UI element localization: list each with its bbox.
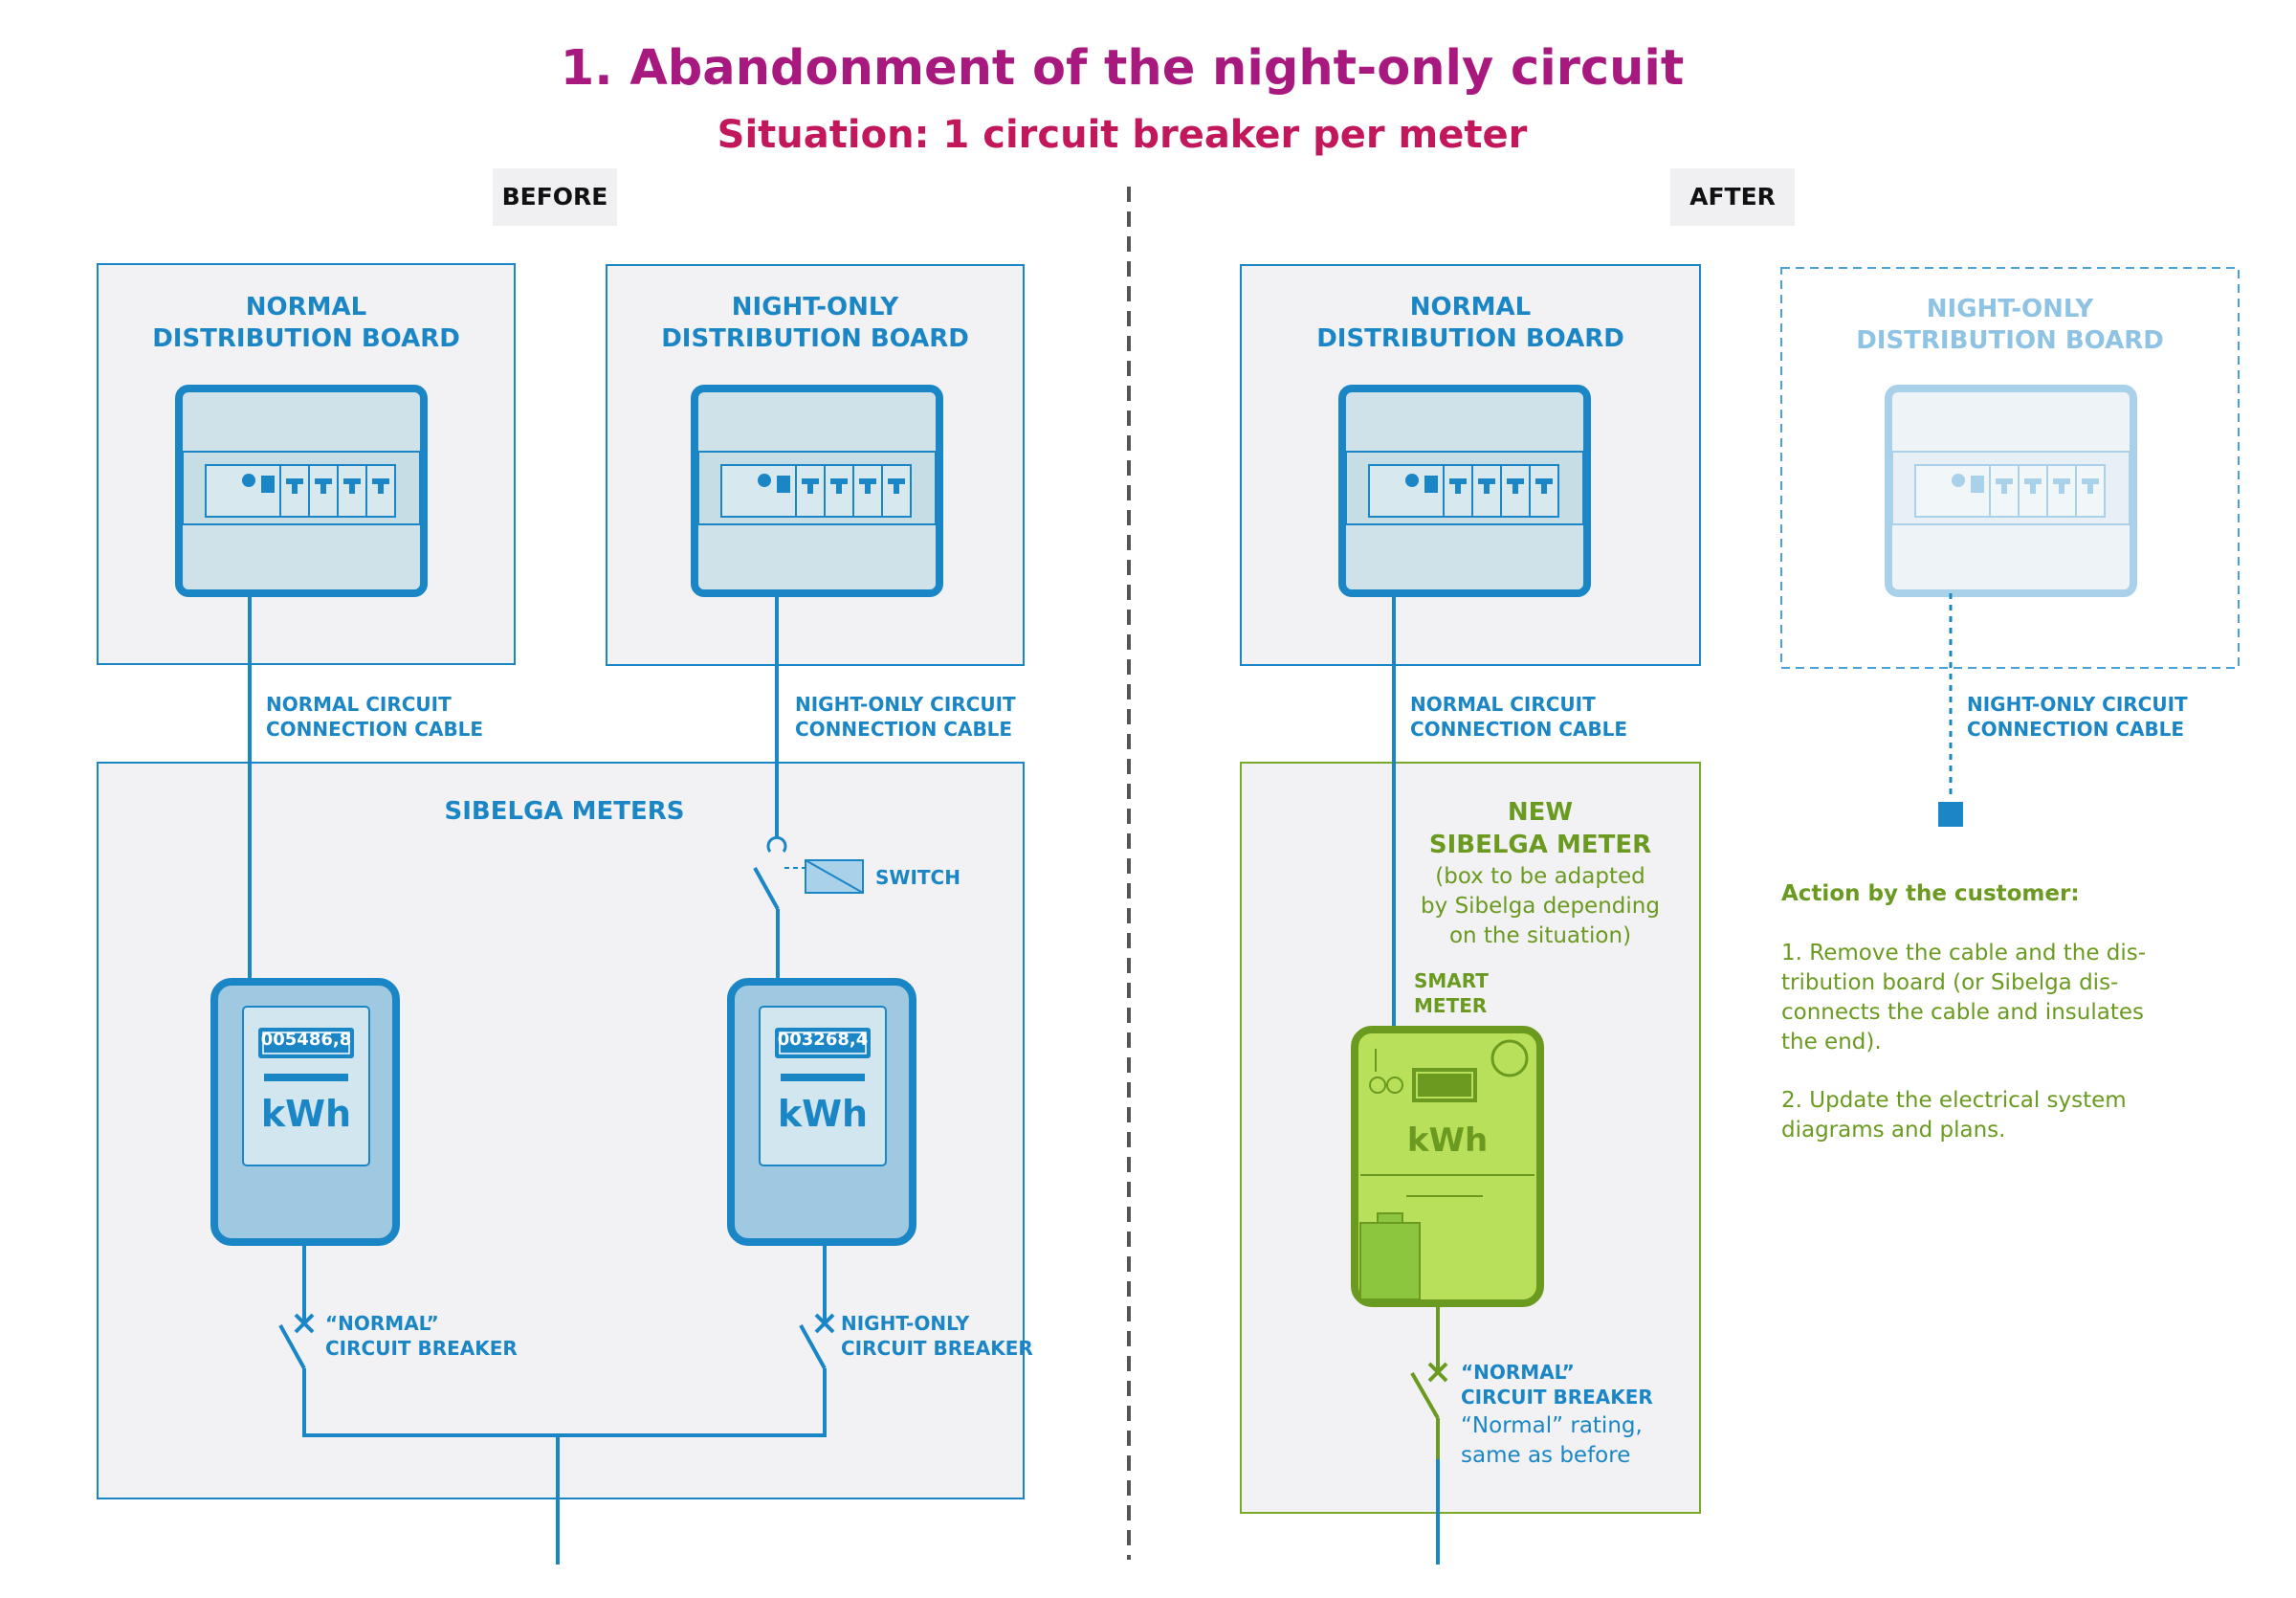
insulated-end-icon <box>1938 802 1963 827</box>
normal-breaker-icon <box>278 1242 315 1435</box>
meter1-reading: 005486,8 <box>260 1030 352 1050</box>
meter2-unit: kWh <box>777 1093 869 1135</box>
night-breaker-icon <box>799 1242 835 1435</box>
meter2-reading: 003268,4 <box>777 1030 869 1050</box>
before-tag: BEFORE <box>493 168 617 226</box>
action-step-1: 1. Remove the cable and the dis-tributio… <box>1781 941 2147 1054</box>
night-distribution-board-icon <box>695 388 939 593</box>
after-night-distribution-board-icon <box>1888 388 2133 593</box>
sibelga-meters-label: SIBELGA METERS <box>444 797 685 826</box>
after-breaker-label: “NORMAL”CIRCUIT BREAKER <box>1461 1361 1653 1409</box>
smart-meter-icon <box>1351 1026 1544 1307</box>
after-normal-breaker-icon <box>1410 1306 1448 1459</box>
smart-meter-unit: kWh <box>1406 1121 1489 1160</box>
switch-label: SWITCH <box>875 866 960 889</box>
after-breaker-note: “Normal” rating,same as before <box>1461 1413 1643 1468</box>
meter1-unit: kWh <box>260 1093 352 1135</box>
page-title: 1. Abandonment of the night-only circuit <box>560 40 1685 97</box>
normal-distribution-board-icon <box>179 388 424 593</box>
action-heading: Action by the customer: <box>1781 881 2080 906</box>
normal-breaker-label: “NORMAL”CIRCUIT BREAKER <box>325 1312 518 1360</box>
page-subtitle: Situation: 1 circuit breaker per meter <box>717 113 1528 157</box>
switch-icon <box>753 835 864 980</box>
after-tag: AFTER <box>1670 168 1795 226</box>
after-normal-distribution-board-icon <box>1342 388 1587 593</box>
